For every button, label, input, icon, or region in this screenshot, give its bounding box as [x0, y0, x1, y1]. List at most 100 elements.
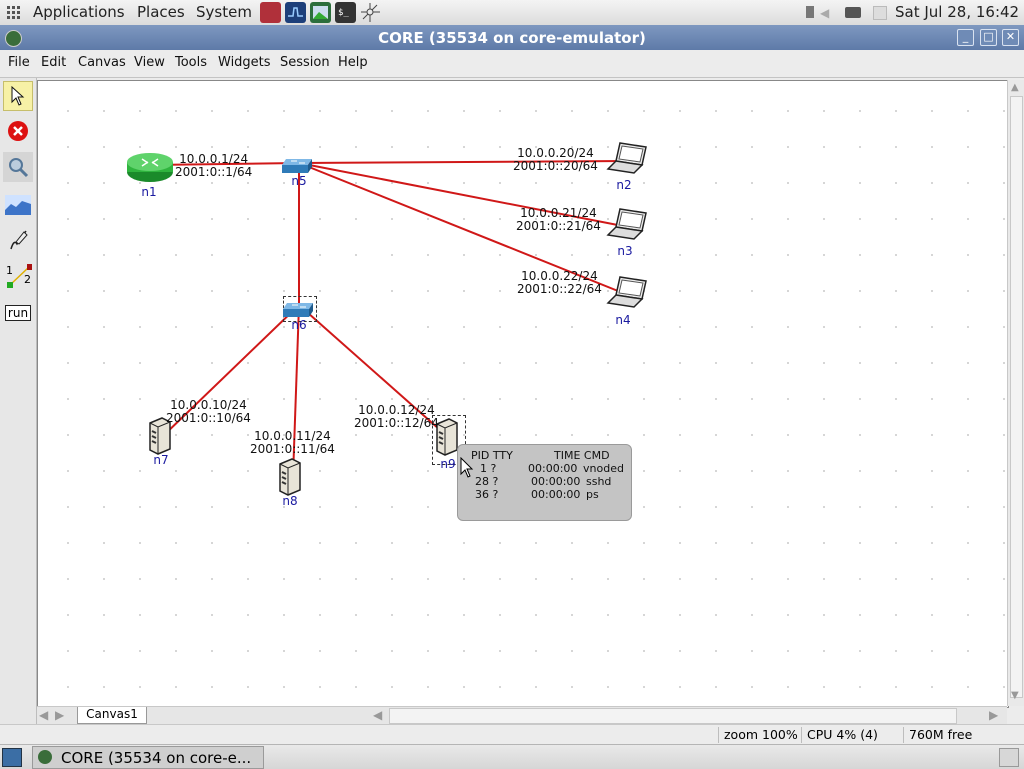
applet-icon[interactable]	[806, 6, 814, 18]
tab-canvas1[interactable]: Canvas1	[77, 707, 147, 724]
core-network-icon[interactable]	[360, 2, 381, 23]
canvas[interactable]: n1 n5 n6 n2 n3 n4 n7 n8	[37, 80, 1009, 708]
tooltip-cmd: sshd	[586, 475, 612, 488]
server-icon[interactable]	[277, 458, 303, 496]
link-n5-n2	[298, 160, 629, 164]
volume-icon[interactable]: ◀	[820, 6, 830, 20]
plot-tool-button[interactable]	[3, 190, 33, 220]
tab-next-icon[interactable]: ▶	[55, 708, 65, 722]
run-tool-button[interactable]: run	[3, 298, 33, 328]
menubar: File Edit Canvas View Tools Widgets Sess…	[0, 50, 1024, 78]
tooltip-header-time: TIME CMD	[554, 449, 610, 462]
workspace-switcher-icon[interactable]	[999, 748, 1019, 767]
battery-icon[interactable]	[873, 6, 887, 20]
places-menu[interactable]: Places	[137, 3, 185, 21]
menu-file[interactable]: File	[8, 55, 30, 70]
selection-box-n9	[432, 415, 466, 465]
node-label-n1[interactable]: n1	[141, 185, 157, 199]
pointer-icon	[11, 86, 25, 106]
menu-view[interactable]: View	[134, 55, 165, 70]
two-node-icon	[7, 264, 32, 288]
tooltip-cmd: ps	[586, 488, 599, 501]
link-n5-n3	[298, 162, 629, 228]
tab-prev-icon[interactable]: ◀	[39, 708, 49, 722]
server-icon[interactable]	[434, 418, 460, 456]
scroll-down-icon[interactable]: ▼	[1011, 690, 1019, 701]
minimize-button[interactable]: _	[957, 29, 974, 46]
wireshark-icon[interactable]	[285, 2, 306, 23]
node-label-n8[interactable]: n8	[282, 494, 298, 508]
menu-widgets[interactable]: Widgets	[218, 55, 271, 70]
memory-status: 760M free	[903, 727, 972, 743]
node-label-n7[interactable]: n7	[153, 453, 169, 467]
process-tooltip: PID TTY TIME CMD 1 ? 00:00:00 vnoded 28 …	[457, 444, 632, 521]
apps-grid-icon[interactable]	[7, 6, 21, 20]
taskbar-window-button[interactable]: CORE (35534 on core-e...	[32, 746, 264, 769]
scroll-up-icon[interactable]: ▲	[1011, 82, 1019, 93]
image-viewer-icon[interactable]	[310, 2, 331, 23]
top-panel: Applications Places System $_ ◀ Sat Jul …	[0, 0, 1024, 26]
toolbar: 1 2 run	[0, 78, 37, 742]
node-label-n9[interactable]: n9	[440, 457, 456, 471]
pencil-icon	[10, 230, 28, 250]
taskbar: CORE (35534 on core-e...	[0, 744, 1024, 769]
menu-edit[interactable]: Edit	[41, 55, 67, 70]
link-n6-n9	[298, 304, 449, 438]
scroll-right-icon[interactable]: ▶	[989, 708, 999, 722]
scroll-left-icon[interactable]: ◀	[373, 708, 383, 722]
tooltip-pid: 36 ?	[475, 488, 499, 501]
zoom-status: zoom 100%	[718, 727, 798, 743]
node-label-n2[interactable]: n2	[616, 178, 632, 192]
node-label-n5[interactable]: n5	[291, 174, 307, 188]
tooltip-pid: 28 ?	[475, 475, 499, 488]
node-label-n6[interactable]: n6	[291, 318, 307, 332]
laptop-icon[interactable]	[606, 207, 648, 243]
tooltip-time: 00:00:00	[531, 488, 581, 501]
two-node-tool-button[interactable]: 1 2	[3, 261, 33, 291]
clock[interactable]: Sat Jul 28, 16:42	[895, 3, 1020, 21]
menu-session[interactable]: Session	[280, 55, 330, 70]
router-icon[interactable]	[126, 152, 174, 184]
link-n6-n7	[161, 304, 300, 438]
node-label-n3[interactable]: n3	[617, 244, 633, 258]
tooltip-header-pid: PID TTY	[471, 449, 513, 462]
maximize-button[interactable]: □	[980, 29, 997, 46]
system-menu[interactable]: System	[196, 3, 252, 21]
laptop-icon[interactable]	[606, 275, 648, 311]
taskbar-window-label: CORE (35534 on core-e...	[61, 749, 252, 767]
window-title: CORE (35534 on core-emulator)	[378, 29, 646, 47]
select-tool-button[interactable]	[3, 81, 33, 111]
window-app-icon[interactable]	[5, 30, 22, 47]
window-titlebar[interactable]: CORE (35534 on core-emulator) _ □ ✕	[0, 25, 1024, 50]
tooltip-cmd: vnoded	[583, 462, 624, 475]
switch-icon[interactable]	[282, 153, 316, 175]
close-button[interactable]: ✕	[1002, 29, 1019, 46]
stop-tool-button[interactable]	[3, 116, 33, 146]
menu-tools[interactable]: Tools	[175, 55, 208, 70]
node-label-n4[interactable]: n4	[615, 313, 631, 327]
applications-menu[interactable]: Applications	[33, 3, 125, 21]
stop-icon	[8, 121, 28, 141]
menu-canvas[interactable]: Canvas	[78, 55, 126, 70]
package-icon[interactable]	[260, 2, 281, 23]
observer-tool-button[interactable]	[3, 152, 33, 182]
laptop-icon[interactable]	[606, 141, 648, 177]
show-desktop-icon[interactable]	[2, 748, 22, 767]
server-icon[interactable]	[147, 417, 173, 455]
terminal-icon[interactable]: $_	[335, 2, 356, 23]
marker-tool-button[interactable]	[3, 225, 33, 255]
network-icon[interactable]	[845, 7, 861, 18]
link-n1-n5	[149, 162, 300, 166]
link-n6-n8	[292, 304, 300, 478]
switch-icon[interactable]	[283, 297, 317, 319]
horizontal-scroll-thumb[interactable]	[389, 708, 957, 724]
menu-help[interactable]: Help	[338, 55, 368, 70]
status-bar: zoom 100% CPU 4% (4) 760M free	[0, 724, 1024, 745]
vertical-scrollbar[interactable]: ▲ ▼	[1007, 80, 1024, 706]
vertical-scroll-thumb[interactable]	[1010, 96, 1023, 698]
